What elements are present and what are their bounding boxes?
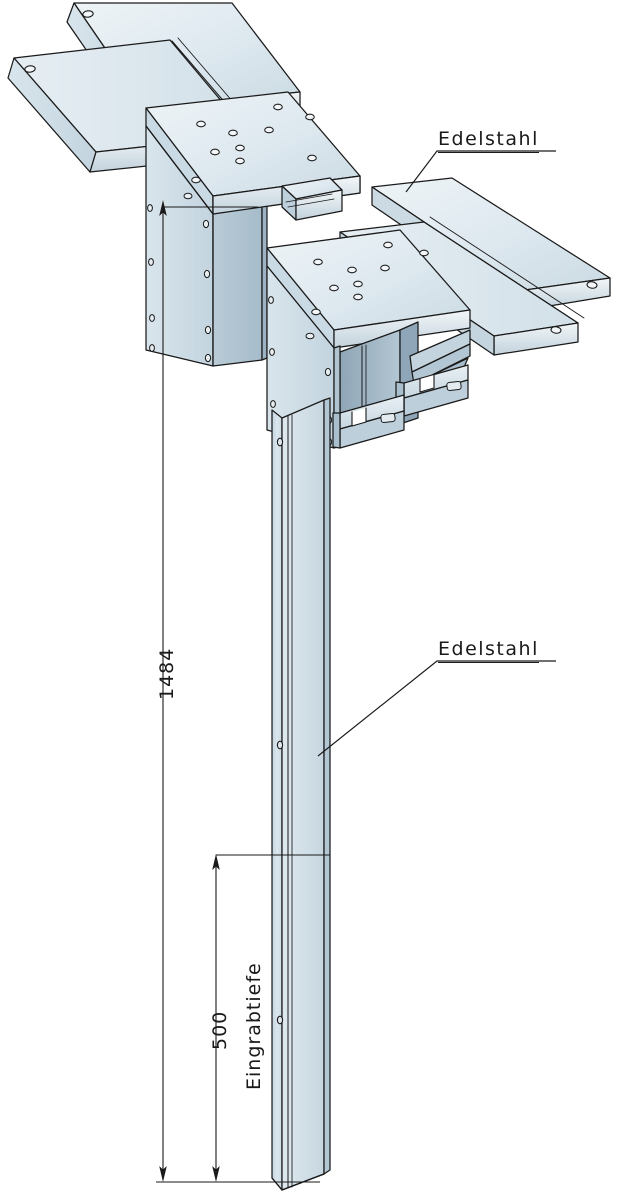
material-label-top: Edelstahl	[438, 128, 539, 153]
dimension-note-eingrabtiefe: Eingrabtiefe	[243, 962, 265, 1090]
top-mounting-plate-right	[266, 229, 471, 349]
bolt-hole-group-left-box	[147, 192, 212, 363]
dimension-layer	[156, 150, 556, 1183]
post-hole-group	[276, 437, 284, 1025]
dimension-500	[212, 854, 220, 1182]
lower-channel-brackets	[332, 364, 469, 449]
bolt-hole-group-left-plate	[167, 103, 317, 187]
leader-line-top	[405, 150, 556, 193]
material-label-post: Edelstahl	[438, 638, 539, 663]
bolt-hole-group-right-plate	[287, 241, 429, 319]
center-boss-block	[281, 177, 343, 221]
leader-line-post	[317, 660, 556, 757]
dimension-1484	[156, 200, 320, 1183]
dimension-label-500: 500	[209, 1010, 231, 1050]
support-gussets	[409, 329, 471, 395]
main-post	[271, 397, 331, 1191]
dimension-label-1484: 1484	[156, 647, 178, 700]
